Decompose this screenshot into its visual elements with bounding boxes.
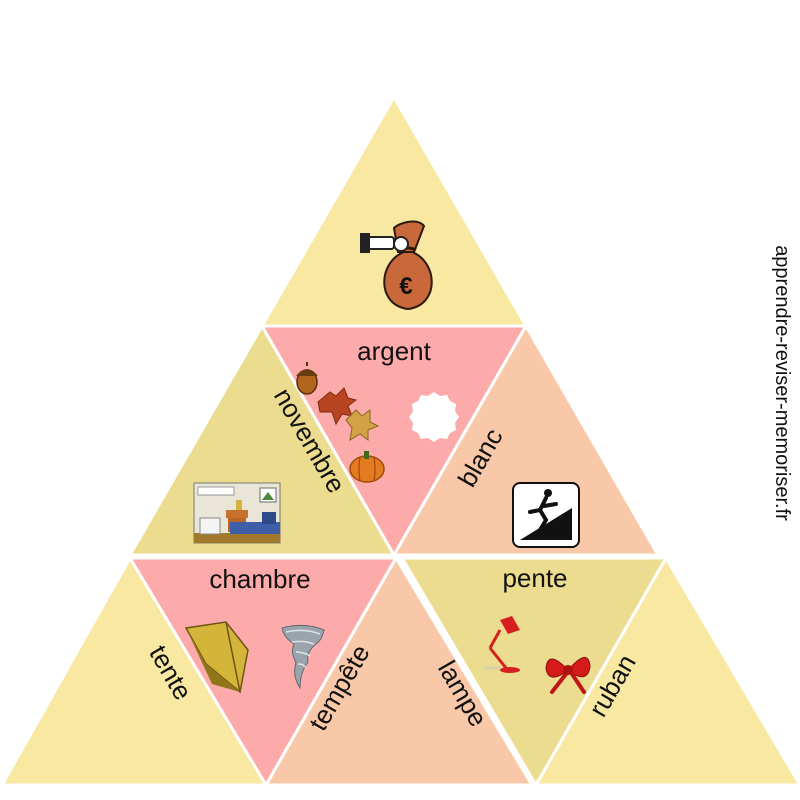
word-chambre: chambre bbox=[209, 564, 310, 594]
euro-sign: € bbox=[399, 273, 412, 300]
tornado-icon bbox=[281, 624, 325, 690]
tile-bottom-right-bg bbox=[533, 555, 800, 787]
pumpkin-icon bbox=[349, 451, 385, 483]
bedroom-icon bbox=[193, 482, 281, 544]
word-pente: pente bbox=[502, 563, 567, 593]
autumn-leaves-icon bbox=[317, 387, 380, 441]
desk-lamp-icon bbox=[484, 616, 520, 673]
tent-icon bbox=[184, 621, 249, 694]
tile-bottom-middle bbox=[263, 555, 535, 787]
money-bag-icon: € bbox=[360, 220, 433, 311]
site-url: apprendre-reviser-memoriser.fr bbox=[771, 245, 793, 521]
tile-right-mid-bg bbox=[391, 322, 661, 557]
acorn-icon bbox=[296, 362, 318, 395]
word-argent: argent bbox=[357, 336, 431, 366]
tile-right-mid bbox=[391, 322, 661, 557]
red-ribbon-icon bbox=[545, 657, 591, 694]
white-blob-icon bbox=[409, 392, 459, 442]
tile-bottom-right bbox=[533, 555, 800, 787]
fall-on-slope-icon bbox=[512, 482, 580, 548]
tile-bottom-middle-bg bbox=[263, 555, 535, 787]
